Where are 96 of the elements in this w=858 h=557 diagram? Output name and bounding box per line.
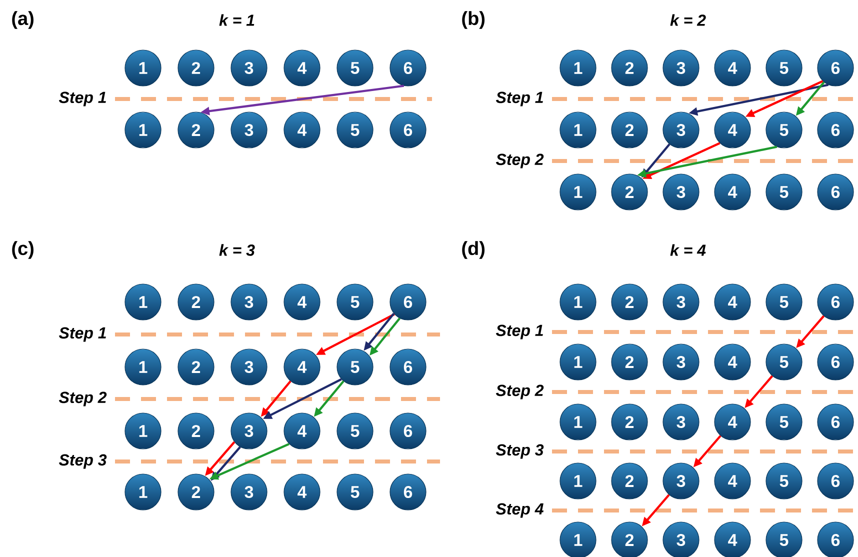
numbered-ball: 2 [178,284,214,320]
numbered-ball: 2 [611,462,648,500]
numbered-ball: 6 [817,404,854,440]
k-label: k = 1 [219,14,254,26]
numbered-ball: 5 [336,50,374,86]
numbered-ball: 1 [124,50,162,86]
numbered-ball: 4 [714,284,751,320]
numbered-ball: 3 [662,404,700,440]
numbered-ball: 1 [124,474,162,510]
numbered-ball: 4 [284,284,320,320]
numbered-ball: 1 [560,50,596,86]
numbered-ball: 4 [714,462,751,500]
numbered-ball: 1 [560,112,596,148]
numbered-ball: 2 [611,50,648,86]
numbered-ball: 1 [560,462,596,500]
numbered-ball: 3 [230,112,268,148]
numbered-ball: 3 [662,50,700,86]
numbered-ball: 3 [230,50,268,86]
numbered-ball: 6 [390,348,426,386]
numbered-ball: 4 [284,474,320,510]
numbered-ball: 1 [124,112,162,148]
numbered-ball: 4 [714,112,751,148]
step-label: Step 3 [58,454,107,469]
numbered-ball: 6 [817,112,854,148]
numbered-ball: 5 [336,474,374,510]
numbered-ball: 2 [611,284,648,320]
numbered-ball: 1 [124,412,162,450]
numbered-ball: 5 [766,284,802,320]
numbered-ball: 2 [611,344,648,380]
numbered-ball: 5 [336,284,374,320]
numbered-ball: 2 [611,404,648,440]
numbered-ball: 2 [178,474,214,510]
numbered-ball: 2 [611,112,648,148]
k-label: k = 4 [670,244,706,256]
numbered-ball: 5 [766,50,802,86]
numbered-ball: 6 [390,284,426,320]
numbered-ball: 1 [560,404,596,440]
numbered-ball: 4 [284,50,320,86]
numbered-ball: 1 [560,174,596,210]
numbered-ball: 2 [178,50,214,86]
numbered-ball: 4 [714,344,751,380]
numbered-ball: 2 [178,348,214,386]
numbered-ball: 5 [766,112,802,148]
numbered-ball: 3 [662,344,700,380]
numbered-ball: 5 [766,344,802,380]
numbered-ball: 3 [662,112,700,148]
numbered-ball: 2 [178,112,214,148]
step-label: Step 2 [58,392,107,406]
numbered-ball: 6 [390,50,426,86]
numbered-ball: 5 [336,412,374,450]
numbered-ball: 3 [662,174,700,210]
numbered-ball: 6 [390,412,426,450]
numbered-ball: 6 [817,174,854,210]
numbered-ball: 3 [230,474,268,510]
numbered-ball: 5 [766,404,802,440]
numbered-ball: 6 [390,474,426,510]
numbered-ball: 6 [817,462,854,500]
numbered-ball: 5 [336,348,374,386]
numbered-ball: 4 [714,174,751,210]
k-label: k = 3 [219,244,255,256]
step-label: Step 4 [496,503,544,518]
numbered-ball: 4 [284,412,320,450]
numbered-ball: 5 [766,174,802,210]
numbered-ball: 2 [178,412,214,450]
numbered-ball: 1 [560,284,596,320]
step-label: Step 2 [496,384,544,400]
step-label: Step 3 [496,444,544,459]
numbered-ball: 6 [817,50,854,86]
numbered-ball: 5 [766,462,802,500]
numbered-ball: 6 [390,112,426,148]
numbered-ball: 4 [714,50,751,86]
numbered-ball: 4 [284,112,320,148]
numbered-ball: 2 [611,174,648,210]
numbered-ball: 4 [714,404,751,440]
k-label: k = 2 [670,14,706,26]
numbered-ball: 3 [662,462,700,500]
numbered-ball: 3 [662,284,700,320]
numbered-ball: 1 [124,348,162,386]
panel-label: (d) [462,241,485,259]
numbered-ball: 3 [230,348,268,386]
numbered-ball: 6 [817,284,854,320]
numbered-ball: 3 [230,284,268,320]
numbered-ball: 3 [230,412,268,450]
panel-label: (b) [462,11,485,29]
numbered-ball: 1 [560,344,596,380]
step-label: Step 1 [496,324,543,340]
step-label: Step 2 [496,154,544,168]
step-label: Step 1 [58,92,106,106]
numbered-ball: 5 [336,112,374,148]
panel-label: (a) [12,11,34,29]
numbered-ball: 6 [817,344,854,380]
panel-label: (c) [12,241,34,259]
numbered-ball: 4 [284,348,320,386]
step-label: Step 1 [496,92,543,106]
numbered-ball: 1 [124,284,162,320]
step-label: Step 1 [58,327,106,342]
